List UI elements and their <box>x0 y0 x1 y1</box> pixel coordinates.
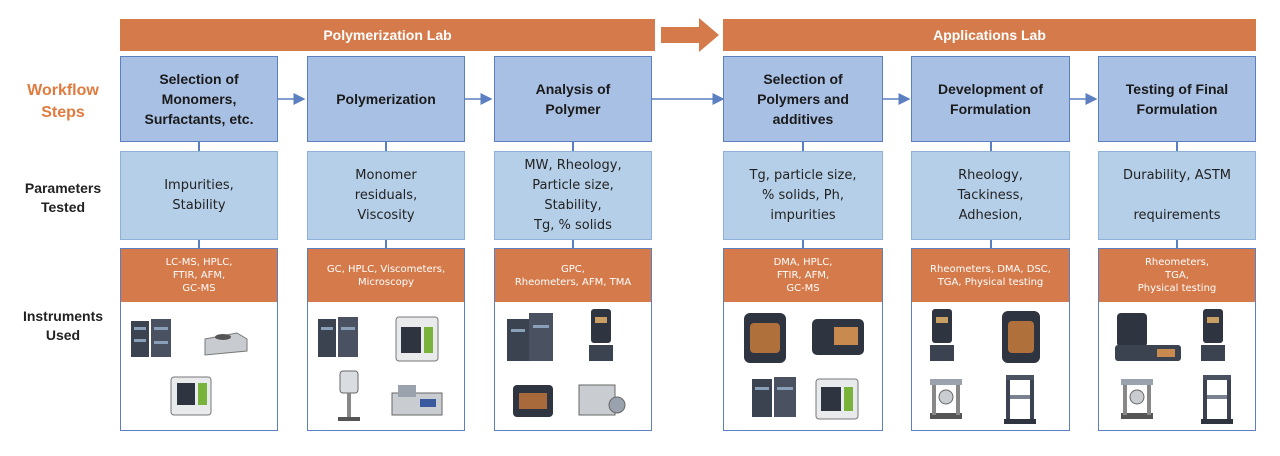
instruments-panel-1: LC-MS, HPLC, FTIR, AFM, GC-MS <box>120 248 278 431</box>
lc-ms-instrument-icon <box>131 319 171 357</box>
instruments-panel-2: GC, HPLC, Viscometers, Microscopy <box>307 248 465 431</box>
instruments-panel-3: GPC, Rheometers, AFM, TMA <box>494 248 652 431</box>
ftir-instrument-icon-2 <box>752 377 796 417</box>
instruments-list: Rheometers, DMA, DSC, TGA, Physical test… <box>912 249 1069 302</box>
step-selection-of-monomers: Selection of Monomers, Surfactants, etc. <box>120 56 278 142</box>
tga-instrument-icon <box>930 379 962 419</box>
step-development-of-formulation: Development of Formulation <box>911 56 1070 142</box>
physical-testing-frame-icon-2 <box>1201 375 1233 424</box>
instruments-list: Rheometers, TGA, Physical testing <box>1099 249 1255 302</box>
tga-instrument-icon-2 <box>1201 309 1225 361</box>
gc-ms-instrument-icon <box>170 376 212 416</box>
ftir-instrument-icon <box>204 332 248 356</box>
connector <box>990 240 992 248</box>
connector <box>198 142 200 151</box>
instruments-panel-6: Rheometers, TGA, Physical testing <box>1098 248 1256 431</box>
instruments-list: GC, HPLC, Viscometers, Microscopy <box>308 249 464 302</box>
physical-testing-instrument-icon <box>1121 379 1153 419</box>
gc-instrument-icon <box>395 316 439 362</box>
instruments-panel-4: DMA, HPLC, FTIR, AFM, GC-MS <box>723 248 883 431</box>
hplc-instrument-icon <box>318 317 358 357</box>
connector <box>1176 142 1178 151</box>
dma-instrument-icon <box>744 313 786 363</box>
gc-ms-instrument-icon-2 <box>815 378 859 420</box>
viscometer-icon <box>338 370 360 421</box>
afm-instrument-icon <box>513 385 553 417</box>
lab-transition-arrow-icon <box>661 18 719 52</box>
dsc-instrument-icon <box>1002 311 1040 363</box>
instruments-list: DMA, HPLC, FTIR, AFM, GC-MS <box>724 249 882 302</box>
instruments-list: GPC, Rheometers, AFM, TMA <box>495 249 651 302</box>
connector <box>198 240 200 248</box>
physical-testing-frame-icon <box>1004 375 1036 424</box>
params-polymerization: Monomer residuals, Viscosity <box>307 151 465 240</box>
workflow-steps-label: Workflow Steps <box>27 82 99 121</box>
instruments-used-label: Instruments Used <box>22 308 104 343</box>
polymerization-lab-header: Polymerization Lab <box>120 19 655 51</box>
connector <box>572 240 574 248</box>
instruments-list: LC-MS, HPLC, FTIR, AFM, GC-MS <box>121 249 277 302</box>
applications-lab-header: Applications Lab <box>723 19 1256 51</box>
params-development-of-formulation: Rheology, Tackiness, Adhesion, <box>911 151 1070 240</box>
gpc-instrument-icon <box>507 313 553 361</box>
params-selection-of-polymers: Tg, particle size, % solids, Ph, impurit… <box>723 151 883 240</box>
parameters-tested-label: Parameters Tested <box>24 180 102 215</box>
params-testing-of-final-formulation: Durability, ASTM requirements <box>1098 151 1256 240</box>
connector <box>1176 240 1178 248</box>
step-testing-of-final-formulation: Testing of Final Formulation <box>1098 56 1256 142</box>
microscopy-instrument-icon <box>391 385 443 416</box>
connector <box>990 142 992 151</box>
connector <box>802 240 804 248</box>
step-selection-of-polymers: Selection of Polymers and additives <box>723 56 883 142</box>
connector <box>572 142 574 151</box>
instruments-panel-5: Rheometers, DMA, DSC, TGA, Physical test… <box>911 248 1070 431</box>
hplc-instrument-icon-2 <box>812 319 864 355</box>
params-analysis-of-polymer: MW, Rheology, Particle size, Stability, … <box>494 151 652 240</box>
tma-instrument-icon <box>578 384 626 416</box>
rheometer-icon-3 <box>1115 313 1181 361</box>
rheometer-icon-2 <box>930 309 954 361</box>
connector <box>385 240 387 248</box>
params-selection-of-monomers: Impurities, Stability <box>120 151 278 240</box>
connector <box>802 142 804 151</box>
step-analysis-of-polymer: Analysis of Polymer <box>494 56 652 142</box>
step-polymerization: Polymerization <box>307 56 465 142</box>
rheometer-icon <box>589 309 613 361</box>
connector <box>385 142 387 151</box>
